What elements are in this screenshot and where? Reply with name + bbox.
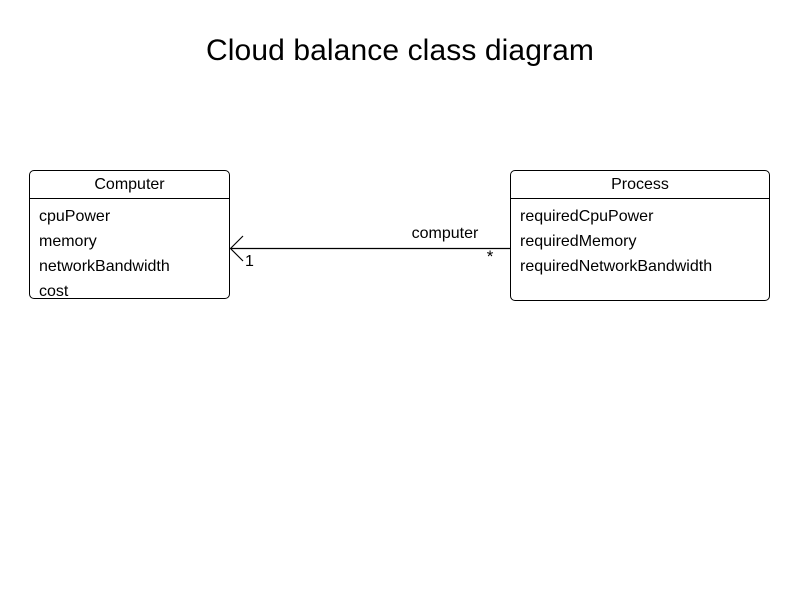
class-name-computer: Computer [30,171,229,199]
attribute-row: networkBandwidth [39,258,170,275]
association-label: computer [411,225,479,242]
multiplicity-target: * [486,247,494,266]
attribute-row: requiredCpuPower [520,208,654,225]
class-name-process: Process [511,171,769,199]
multiplicity-source: 1 [245,253,254,270]
page-title: Cloud balance class diagram [206,34,594,67]
attribute-row: requiredNetworkBandwidth [520,258,713,275]
class-box-computer[interactable]: Computer cpuPower memory networkBandwidt… [29,170,230,300]
attribute-compartment-process: requiredCpuPower requiredMemory required… [511,199,769,279]
attribute-compartment-computer: cpuPower memory networkBandwidth cost [30,199,229,304]
attribute-row: memory [39,233,97,250]
open-arrowhead-icon [229,235,244,262]
attribute-row: requiredMemory [520,233,637,250]
attribute-row: cpuPower [39,208,111,225]
attribute-row: cost [39,283,69,300]
class-box-process[interactable]: Process requiredCpuPower requiredMemory … [510,170,770,301]
